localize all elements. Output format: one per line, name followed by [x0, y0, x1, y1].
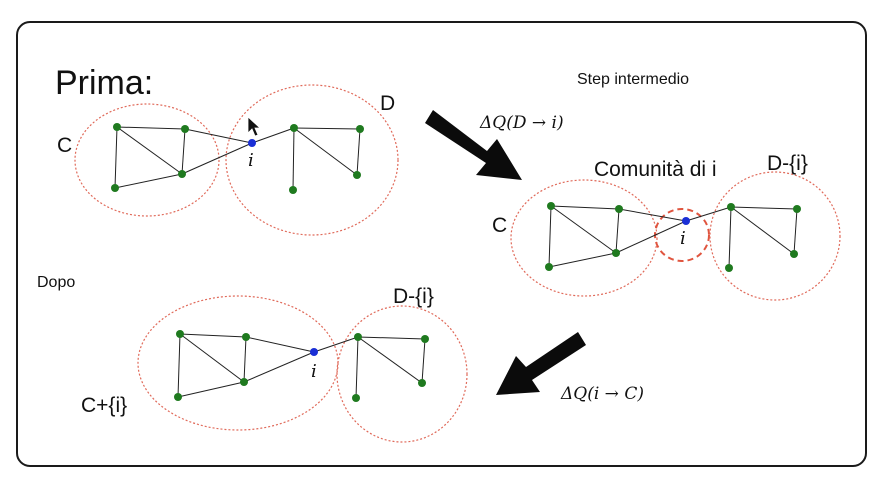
node-i-mid: [682, 217, 690, 225]
community-c-plus-i-after: [137, 295, 339, 431]
community-d-minus-i-after: [336, 305, 468, 443]
label-c-before: C: [57, 134, 73, 157]
community-d-before: [225, 84, 399, 236]
edges-mid: [548, 205, 798, 269]
left-down-arrow-icon: [496, 332, 586, 395]
edges-after: [177, 333, 426, 399]
label-node-i-after: i: [311, 361, 317, 382]
label-d-before: D: [380, 92, 396, 115]
community-d-minus-i-mid: [709, 171, 841, 301]
label-dopo: Dopo: [37, 274, 76, 291]
cursor-arrow-icon: [247, 116, 262, 137]
label-node-i-before: i: [248, 150, 254, 171]
label-delta-d-to-i: ΔQ(D → i): [480, 113, 564, 133]
label-delta-i-to-c: ΔQ(i → C): [561, 384, 644, 404]
right-down-arrow-icon: [425, 110, 522, 180]
node-i-after: [310, 348, 318, 356]
label-d-minus-i-mid: D-{i}: [767, 152, 808, 175]
edges-before: [114, 126, 361, 191]
nodes-mid: [545, 202, 801, 272]
slide-frame: [16, 21, 867, 467]
label-comunita-di-i: Comunità di i: [594, 158, 717, 181]
label-c-mid: C: [492, 214, 508, 237]
title-prima: Prima:: [55, 64, 154, 102]
nodes-before: [111, 123, 364, 194]
community-c-before: [74, 103, 220, 217]
label-c-plus-i-after: C+{i}: [81, 394, 128, 417]
community-c-mid: [510, 179, 658, 297]
label-step-intermedio: Step intermedio: [577, 71, 690, 88]
label-d-minus-i-after: D-{i}: [393, 285, 434, 308]
label-node-i-mid: i: [680, 228, 686, 249]
node-i-before: [248, 139, 256, 147]
nodes-after: [174, 330, 429, 402]
